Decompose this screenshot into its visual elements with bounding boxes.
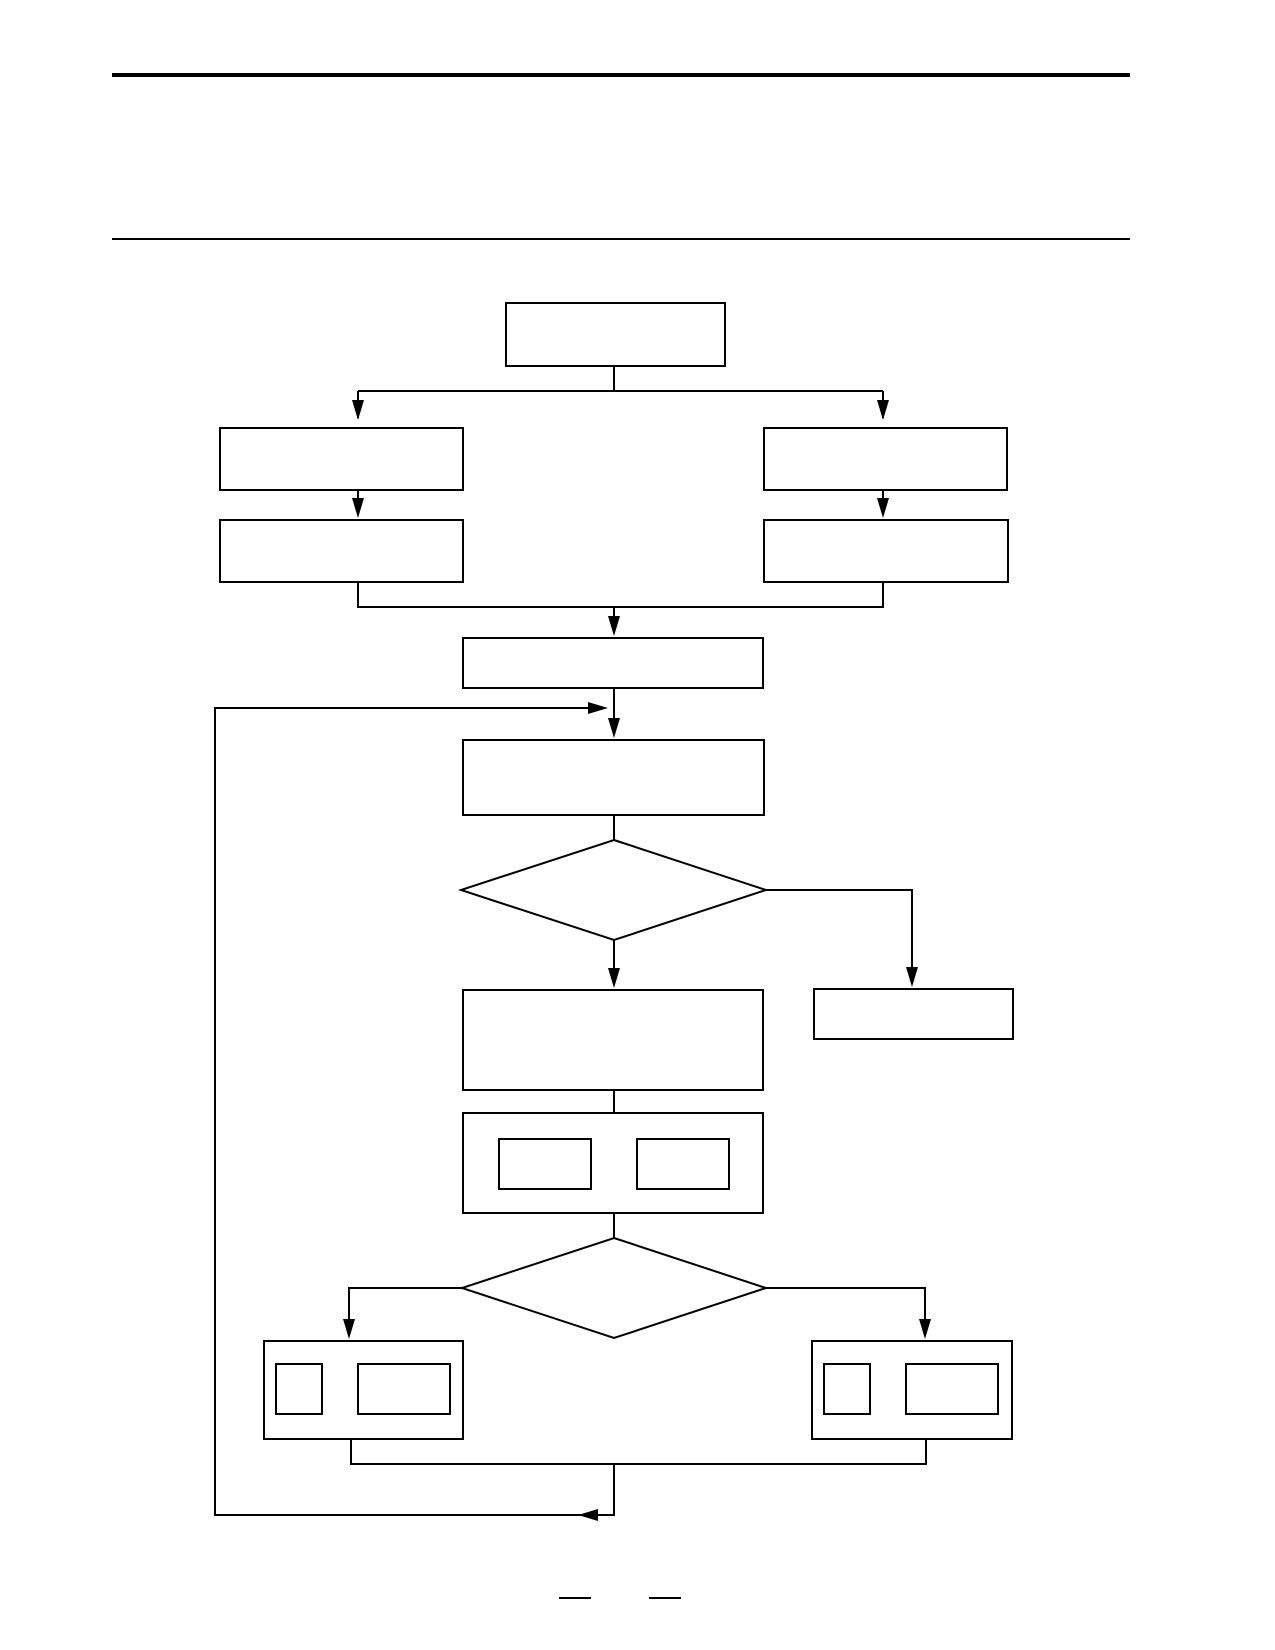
decision-2-left-connector <box>348 1287 462 1331</box>
branch-right-inner-small-box <box>823 1363 871 1415</box>
loop-back-connector <box>214 707 615 1516</box>
arrowhead <box>906 967 918 987</box>
left-step-1-box <box>219 427 464 491</box>
right-step-2-box <box>763 519 1009 583</box>
loop-process-box <box>462 739 765 816</box>
arrowhead <box>352 498 364 518</box>
left-step-2-box <box>219 519 464 583</box>
footer-mark-right <box>649 1597 681 1599</box>
exit-box <box>813 988 1014 1040</box>
arrowhead <box>608 616 620 636</box>
arrowhead <box>608 718 620 738</box>
arrowhead <box>588 702 608 714</box>
start-box <box>505 302 726 367</box>
branch-join-connector <box>350 1439 927 1465</box>
arrowhead <box>608 968 620 988</box>
container-inner-right-box <box>636 1138 730 1190</box>
branch-left-inner-wide-box <box>357 1363 451 1415</box>
decision-1-side-connector <box>766 889 913 979</box>
branch-right-inner-wide-box <box>905 1363 999 1415</box>
arrowhead <box>343 1319 355 1339</box>
right-step-1-box <box>763 427 1008 491</box>
decision-1-diamond <box>457 838 770 942</box>
merge-box <box>462 637 764 689</box>
decision-2-diamond <box>458 1236 770 1340</box>
section-rule <box>112 238 1130 240</box>
result-box <box>462 989 764 1091</box>
header-rule <box>112 73 1130 77</box>
arrowhead <box>919 1319 931 1339</box>
footer-mark-left <box>559 1597 591 1599</box>
join-connector <box>357 582 884 608</box>
decision-2-right-connector <box>766 1287 926 1331</box>
arrowhead <box>877 498 889 518</box>
arrowhead <box>352 400 364 420</box>
container-inner-left-box <box>498 1138 592 1190</box>
arrowhead <box>877 400 889 420</box>
branch-left-inner-small-box <box>275 1363 323 1415</box>
arrowhead <box>578 1509 598 1521</box>
